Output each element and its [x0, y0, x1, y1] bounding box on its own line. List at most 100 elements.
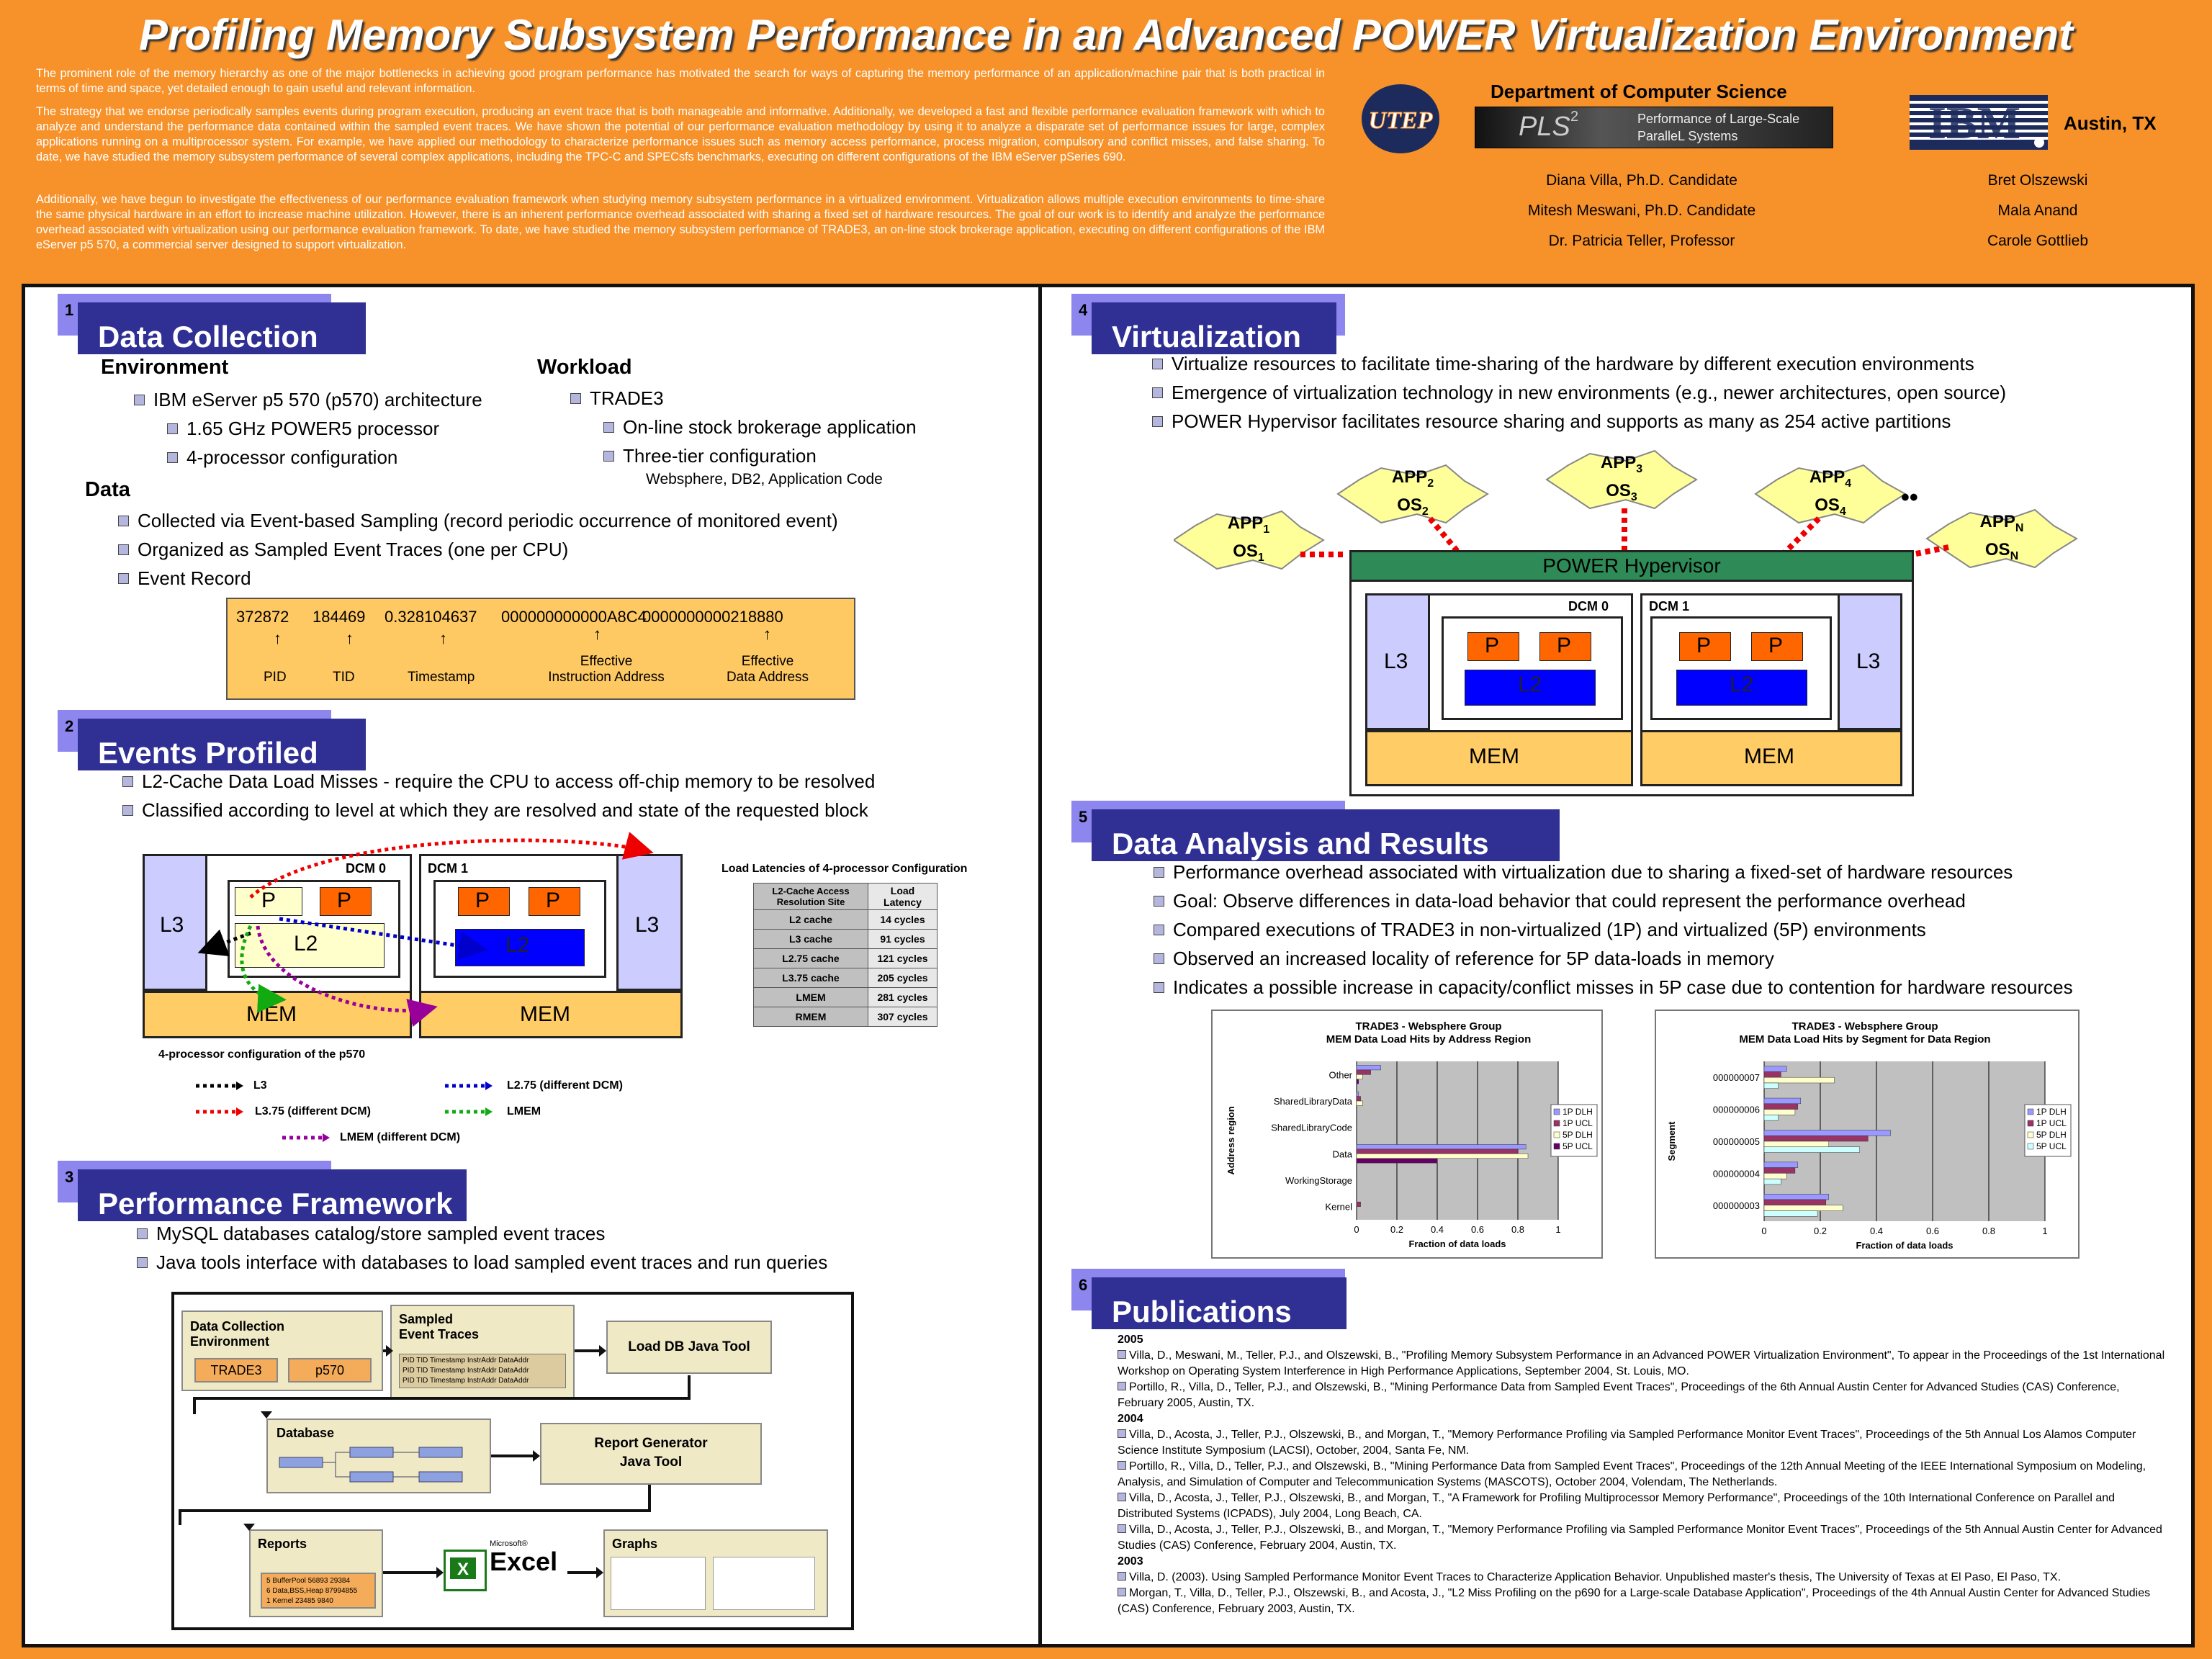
- legend-swatch: [2027, 1131, 2034, 1138]
- chart-subtitle: MEM Data Load Hits by Address Region: [1326, 1033, 1531, 1046]
- report-generator-box: Report Generator Java Tool: [540, 1423, 762, 1485]
- bullet-icon: [122, 776, 133, 787]
- legend-label: 5P UCL: [1563, 1141, 1593, 1151]
- publication-entry: Villa, D., Acosta, J., Teller, P.J., Ols…: [1118, 1524, 2162, 1552]
- results-bullet-2: Goal: Observe differences in data-load b…: [1154, 890, 1966, 912]
- x-tick-label: 1: [1555, 1224, 1560, 1235]
- legend-l275: L2.75 (different DCM): [507, 1079, 623, 1092]
- l2-label: L2: [294, 932, 318, 956]
- processor-p: [320, 887, 372, 916]
- box-label: Data Collection Environment: [190, 1319, 285, 1349]
- l375-path: [249, 832, 654, 899]
- bar-5p-ucl: [1763, 1082, 1779, 1089]
- l3-block: [1838, 593, 1902, 730]
- legend-label: 5P UCL: [2036, 1141, 2067, 1151]
- access-path-arrows: [197, 832, 654, 1028]
- bullet-icon: [603, 422, 614, 433]
- mem-label: MEM: [520, 1002, 570, 1026]
- arrow-up-icon: ↑: [439, 629, 447, 647]
- bullet-icon: [1154, 896, 1164, 907]
- publication-year: 2003: [1118, 1555, 1143, 1568]
- hypervisor-label: POWER Hypervisor: [1542, 554, 1721, 577]
- mem-block: [419, 991, 683, 1038]
- publication-year: 2005: [1118, 1334, 1143, 1346]
- bar-5p-dlh: [1763, 1173, 1787, 1179]
- legend-swatch: [2027, 1143, 2034, 1150]
- virt-bullet-3: POWER Hypervisor facilitates resource sh…: [1152, 410, 1951, 433]
- svg-text:X: X: [457, 1560, 469, 1579]
- pls-name-line2: ParalleL Systems: [1637, 129, 1738, 143]
- results-bullet-3: Compared executions of TRADE3 in non-vir…: [1154, 919, 1926, 941]
- bullet-icon: [1152, 387, 1163, 398]
- bar-5p-ucl: [1356, 1079, 1359, 1084]
- bar-5p-ucl: [1763, 1178, 1781, 1185]
- arrow-up-icon: ↑: [763, 625, 771, 643]
- y-axis-label: Segment: [1666, 1121, 1677, 1161]
- bar-1p-ucl: [1356, 1096, 1361, 1102]
- record-tid: 184469: [313, 608, 366, 626]
- publication-entry: Villa, D., Acosta, J., Teller, P.J., Ols…: [1118, 1492, 2116, 1520]
- bullet-icon: [1118, 1588, 1126, 1596]
- bar-5p-ucl: [1763, 1115, 1779, 1121]
- bar-1p-ucl: [1356, 1202, 1361, 1207]
- load-db-box: Load DB Java Tool: [606, 1321, 772, 1374]
- publication-entry: Villa, D. (2003). Using Sampled Performa…: [1118, 1570, 2169, 1586]
- bar-1p-ucl: [1763, 1199, 1827, 1206]
- y-axis-label: Address region: [1226, 1106, 1236, 1174]
- poster-title: Profiling Memory Subsystem Performance i…: [138, 11, 2074, 59]
- workload-bullet-3: Three-tier configuration: [603, 445, 817, 467]
- p-label: P: [1768, 634, 1784, 657]
- mem-label: MEM: [1744, 745, 1794, 768]
- flow-arrows: [179, 1345, 691, 1578]
- chart-subtitle: MEM Data Load Hits by Segment for Data R…: [1739, 1033, 1990, 1046]
- department-name: Department of Computer Science: [1491, 81, 1787, 102]
- legend-l3: L3: [253, 1079, 267, 1092]
- processor-p: [1467, 632, 1519, 661]
- p-label: P: [546, 889, 561, 912]
- legend-label: 1P DLH: [2036, 1107, 2067, 1117]
- box-label: Reports: [258, 1537, 307, 1551]
- section-number: 4: [1079, 301, 1088, 319]
- legend-swatch: [2027, 1120, 2034, 1127]
- bar-1p-dlh: [1763, 1194, 1829, 1200]
- p570-box: p570: [288, 1358, 372, 1382]
- utep-logo: UTEP: [1357, 79, 1444, 158]
- legend-swatch: [2027, 1108, 2034, 1115]
- dcm1-label: DCM 1: [428, 861, 469, 876]
- legend-label: 5P DLH: [2036, 1130, 2067, 1140]
- ellipsis-dots: ••: [1901, 484, 1918, 511]
- bullet-icon: [1118, 1429, 1126, 1438]
- legend-lmem-diff: LMEM (different DCM): [340, 1131, 461, 1143]
- box-label: Sampled Event Traces: [399, 1312, 480, 1341]
- author: Diana Villa, Ph.D. Candidate: [1546, 172, 1737, 189]
- bar-5p-dlh: [1763, 1109, 1796, 1115]
- bullet-icon: [1118, 1572, 1126, 1581]
- box-label: Database: [276, 1426, 335, 1440]
- lmem-diff-path: [256, 925, 438, 1028]
- bar-1p-dlh: [1356, 1065, 1381, 1071]
- bullet-icon: [118, 516, 129, 526]
- env-bullet-2: 1.65 GHz POWER5 processor: [167, 418, 439, 440]
- section-2-heading: Events Profiled: [78, 719, 366, 770]
- p-label: P: [337, 889, 352, 912]
- bar-1p-ucl: [1763, 1103, 1799, 1110]
- bullet-icon: [1154, 925, 1164, 935]
- bullet-icon: [137, 1228, 148, 1239]
- virt-bullet-2: Emergence of virtualization technology i…: [1152, 382, 2006, 404]
- data-heading: Data: [85, 478, 130, 501]
- l3-label: L3: [1856, 649, 1881, 673]
- env-bullet-3: 4-processor configuration: [167, 446, 397, 469]
- table-header: L2-Cache Access Resolution Site: [753, 883, 868, 910]
- microsoft-label: Microsoft®: [490, 1539, 528, 1548]
- l3-block: [616, 854, 683, 991]
- x-tick-label: 0.4: [1431, 1224, 1444, 1235]
- x-tick-label: 0.6: [1471, 1224, 1484, 1235]
- pls-logo-text: PLS: [1519, 112, 1570, 142]
- framework-flow-diagram: Data Collection Environment TRADE3 p570 …: [171, 1292, 854, 1630]
- framework-bullet-2: Java tools interface with databases to l…: [137, 1251, 827, 1274]
- dcm1-label: DCM 1: [1649, 599, 1690, 613]
